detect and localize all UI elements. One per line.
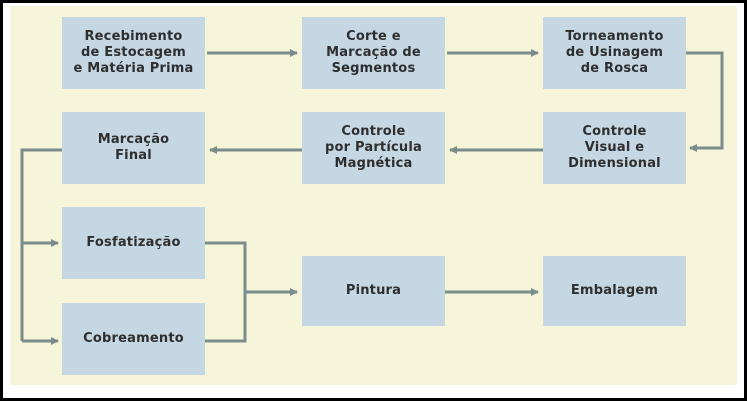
line-fosfatizacao-merge (205, 241, 247, 343)
line-marcacao-branch (20, 148, 62, 341)
step-cobreamento: Cobreamento (62, 303, 205, 375)
step-recebimento: Recebimento de Estocagem e Matéria Prima (62, 17, 205, 89)
step-fosfatizacao: Fosfatização (62, 207, 205, 279)
step-marcacao-final: Marcação Final (62, 112, 205, 184)
step-controle-visual: Controle Visual e Dimensional (543, 112, 686, 184)
step-pintura: Pintura (302, 256, 445, 326)
step-controle-particula: Controle por Partícula Magnética (302, 112, 445, 184)
step-embalagem: Embalagem (543, 256, 686, 326)
step-torneamento: Torneamento de Usinagem de Rosca (543, 17, 686, 89)
step-corte: Corte e Marcação de Segmentos (302, 17, 445, 89)
arrow-torneamento-controle-visual (686, 51, 724, 152)
